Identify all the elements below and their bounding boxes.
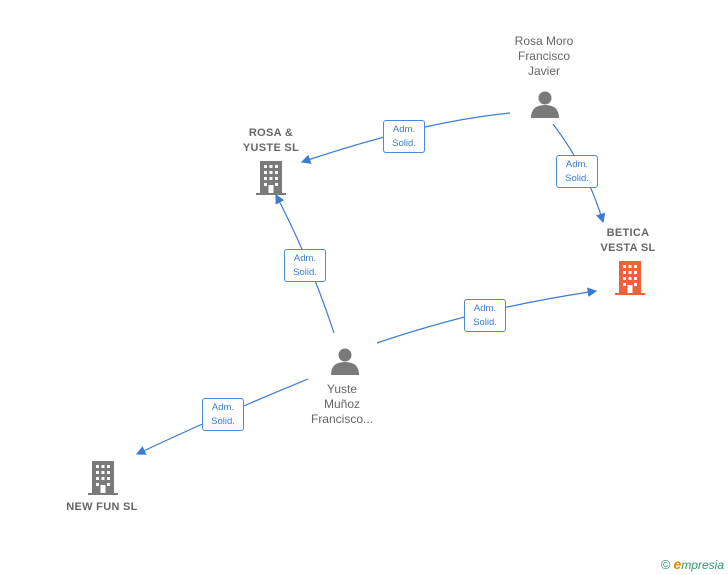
- node-label-new-fun[interactable]: NEW FUN SL: [66, 501, 138, 513]
- node-label-yuste-munoz[interactable]: Yuste Muñoz Francisco...: [310, 382, 373, 426]
- edge-label-type: Solid.: [211, 416, 235, 427]
- node-label-betica[interactable]: BETICA VESTA SL: [600, 227, 656, 254]
- edge-label-rosamoro-betica[interactable]: Adm. Solid.: [556, 155, 598, 188]
- building-icon[interactable]: [615, 261, 645, 295]
- edge-label-role: Adm.: [392, 124, 416, 135]
- edge-label-type: Solid.: [392, 138, 416, 149]
- edge-label-type: Solid.: [293, 267, 317, 278]
- edge-label-yuste-newfun[interactable]: Adm. Solid.: [202, 398, 244, 431]
- building-icon[interactable]: [256, 161, 286, 195]
- empresia-logo[interactable]: ©empresia: [661, 556, 724, 572]
- edge-label-rosamoro-rosayuste[interactable]: Adm. Solid.: [383, 120, 425, 153]
- copyright-icon: ©: [660, 557, 671, 572]
- node-label-rosa-moro[interactable]: Rosa Moro Francisco Javier: [514, 34, 574, 78]
- node-label-rosa-yuste[interactable]: ROSA & YUSTE SL: [242, 127, 300, 154]
- person-icon[interactable]: [530, 89, 560, 119]
- edge-label-yuste-rosayuste[interactable]: Adm. Solid.: [284, 249, 326, 282]
- edge-label-yuste-betica[interactable]: Adm. Solid.: [464, 299, 506, 332]
- edge-label-role: Adm.: [293, 253, 317, 264]
- edge-label-role: Adm.: [565, 159, 589, 170]
- building-icon[interactable]: [88, 461, 118, 495]
- edge-label-type: Solid.: [473, 317, 497, 328]
- person-icon[interactable]: [330, 346, 360, 376]
- brand-name: mpresia: [681, 558, 724, 572]
- edge-label-role: Adm.: [473, 303, 497, 314]
- edge-label-type: Solid.: [565, 173, 589, 184]
- edge-label-role: Adm.: [211, 402, 235, 413]
- brand-e: e: [673, 556, 682, 572]
